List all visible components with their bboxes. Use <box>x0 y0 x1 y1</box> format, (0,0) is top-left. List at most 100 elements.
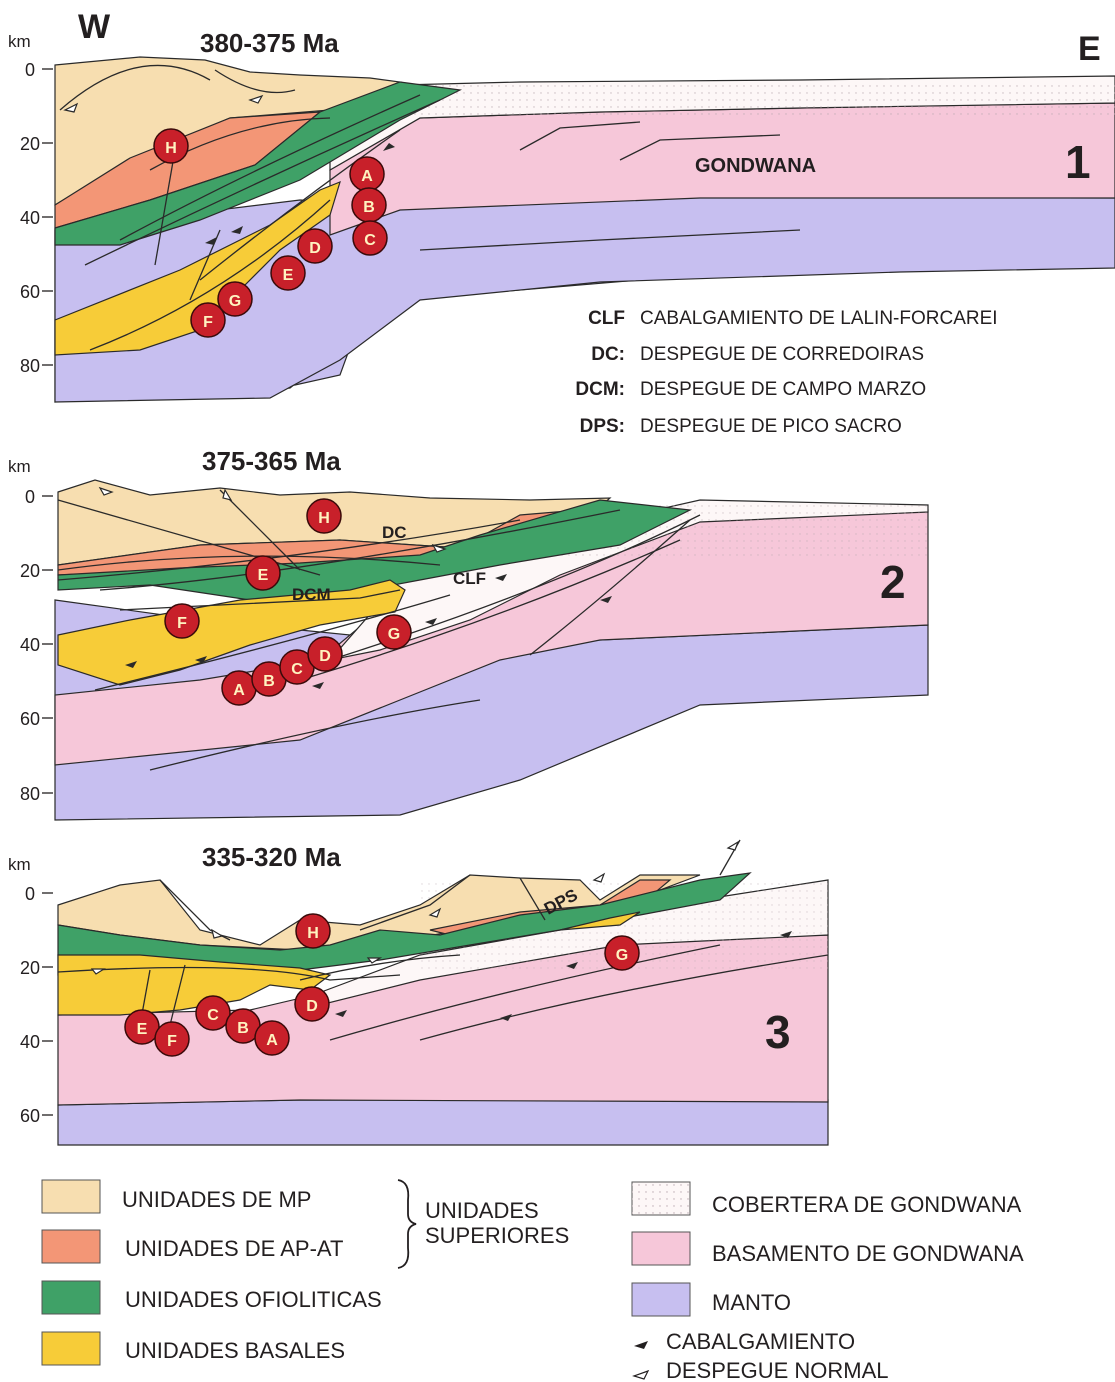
svg-text:A: A <box>266 1032 278 1049</box>
svg-text:C: C <box>291 661 303 678</box>
legend-label-apat: UNIDADES DE AP-AT <box>125 1236 343 1261</box>
svg-text:B: B <box>263 673 275 690</box>
unit-marker-c: C <box>196 996 230 1030</box>
abbr-key: CLF <box>588 308 625 329</box>
abbr-definition: DESPEGUE DE CORREDOIRAS <box>640 344 924 365</box>
tick-label: 40 <box>20 1032 40 1052</box>
unit-marker-e: E <box>271 256 305 290</box>
legend-label-thrust: CABALGAMIENTO <box>666 1329 855 1354</box>
svg-text:D: D <box>309 240 321 257</box>
normal-detachment-arrow-icon <box>634 1371 648 1379</box>
unit-marker-g: G <box>218 282 252 316</box>
tick-label: 60 <box>20 709 40 729</box>
km-unit-1: km <box>8 32 31 51</box>
abbr-definition: DESPEGUE DE PICO SACRO <box>640 416 902 437</box>
svg-text:H: H <box>318 510 330 527</box>
axis-ticks-2 <box>42 496 53 793</box>
svg-text:A: A <box>361 168 373 185</box>
panel-2-number: 2 <box>880 556 906 608</box>
legend: UNIDADES DE MP UNIDADES DE AP-AT UNIDADE… <box>42 1180 1024 1382</box>
tick-label: 20 <box>20 958 40 978</box>
unit-marker-g: G <box>605 936 639 970</box>
svg-text:H: H <box>307 925 319 942</box>
unit-marker-a: A <box>255 1021 289 1055</box>
gondwana-label: GONDWANA <box>695 155 816 177</box>
svg-text:C: C <box>207 1007 219 1024</box>
unit-marker-e: E <box>125 1010 159 1044</box>
unit-marker-h: H <box>307 499 341 533</box>
svg-text:F: F <box>203 314 213 331</box>
unit-marker-h: H <box>296 914 330 948</box>
panel-2-age: 375-365 Ma <box>202 446 341 476</box>
svg-text:D: D <box>319 648 331 665</box>
svg-text:B: B <box>363 199 375 216</box>
svg-text:G: G <box>616 947 628 964</box>
legend-swatch-ofiolitic <box>42 1281 100 1314</box>
legend-swatch-mp <box>42 1180 100 1213</box>
legend-label-basement: BASAMENTO DE GONDWANA <box>712 1241 1024 1266</box>
legend-swatch-basal <box>42 1332 100 1365</box>
panel-3-age: 335-320 Ma <box>202 842 341 872</box>
legend-label-mantle: MANTO <box>712 1290 791 1315</box>
svg-text:F: F <box>167 1033 177 1050</box>
tick-label: 0 <box>25 487 35 507</box>
tick-label: 60 <box>20 282 40 302</box>
tick-label: 80 <box>20 356 40 376</box>
tick-label: 60 <box>20 1106 40 1126</box>
svg-text:C: C <box>364 232 376 249</box>
panel-3-number: 3 <box>765 1006 791 1058</box>
abbr-definition: DESPEGUE DE CAMPO MARZO <box>640 379 926 400</box>
bracket-label-line-1: UNIDADES <box>425 1198 539 1223</box>
svg-text:G: G <box>388 626 400 643</box>
east-label: E <box>1078 30 1101 68</box>
abbr-key: DC: <box>591 344 625 365</box>
km-unit-2: km <box>8 457 31 476</box>
bracket-label-line-2: SUPERIORES <box>425 1223 569 1248</box>
legend-label-ofiolitic: UNIDADES OFIOLITICAS <box>125 1287 382 1312</box>
abbr-key: DCM: <box>575 379 625 400</box>
svg-text:B: B <box>237 1020 249 1037</box>
svg-text:E: E <box>283 267 294 284</box>
unit-marker-d: D <box>295 987 329 1021</box>
thrust-arrow-icon <box>634 1341 648 1349</box>
unit-marker-f: F <box>155 1022 189 1056</box>
legend-swatch-mantle <box>632 1283 690 1316</box>
svg-text:H: H <box>165 140 177 157</box>
legend-label-mp: UNIDADES DE MP <box>122 1187 311 1212</box>
unit-marker-a: A <box>222 671 256 705</box>
panel-3 <box>58 840 828 1145</box>
unit-marker-e: E <box>246 556 280 590</box>
axis-ticks-1 <box>42 69 53 365</box>
mantle-layer-3 <box>58 1100 828 1145</box>
tick-label: 0 <box>25 60 35 80</box>
legend-label-basal: UNIDADES BASALES <box>125 1338 345 1363</box>
panel-1 <box>55 57 1115 402</box>
svg-text:G: G <box>229 293 241 310</box>
unit-marker-f: F <box>165 604 199 638</box>
axis-ticks-3 <box>42 893 53 1115</box>
fault-label-dc: DC <box>382 523 407 542</box>
legend-label-cover: COBERTERA DE GONDWANA <box>712 1192 1022 1217</box>
tick-label: 20 <box>20 561 40 581</box>
unit-marker-d: D <box>298 229 332 263</box>
svg-text:A: A <box>233 682 245 699</box>
abbreviation-list: CLF CABALGAMIENTO DE LALIN-FORCAREI DC: … <box>575 308 997 437</box>
tick-label: 0 <box>25 884 35 904</box>
svg-text:E: E <box>137 1021 148 1038</box>
tick-label: 40 <box>20 208 40 228</box>
unit-marker-d: D <box>308 637 342 671</box>
legend-swatch-basement <box>632 1232 690 1265</box>
tick-label: 40 <box>20 635 40 655</box>
abbr-key: DPS: <box>580 416 625 437</box>
unit-marker-a: A <box>350 157 384 191</box>
unit-marker-c: C <box>353 221 387 255</box>
bracket <box>398 1180 416 1268</box>
legend-label-detachment: DESPEGUE NORMAL <box>666 1358 889 1382</box>
panel-2 <box>55 480 928 820</box>
svg-text:D: D <box>306 998 318 1015</box>
unit-marker-b: B <box>352 188 386 222</box>
unit-marker-h: H <box>154 129 188 163</box>
tick-label: 80 <box>20 784 40 804</box>
abbr-definition: CABALGAMIENTO DE LALIN-FORCAREI <box>640 308 998 329</box>
